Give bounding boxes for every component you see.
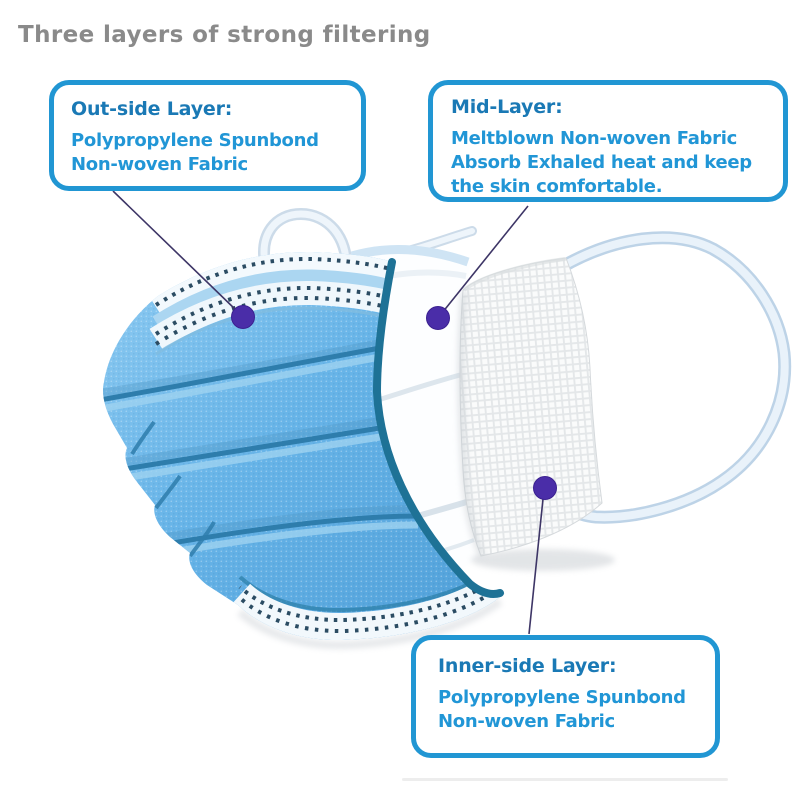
connector-line-inner xyxy=(528,498,544,635)
mask-teal-edge xyxy=(372,258,504,598)
callout-inner-body: Polypropylene Spunbond Non-woven Fabric xyxy=(438,687,686,733)
connector-line-outside xyxy=(112,190,239,313)
page-title: Three layers of strong filtering xyxy=(18,22,431,48)
callout-mid-heading: Mid-Layer: xyxy=(451,96,563,118)
callout-outside-heading: Out-side Layer: xyxy=(71,98,233,120)
ear-loop xyxy=(553,231,792,524)
callout-inner-layer: Inner-side Layer: Polypropylene Spunbond… xyxy=(411,635,720,758)
mask-outer-layer xyxy=(103,251,505,641)
annotations xyxy=(112,190,557,635)
callout-outside-body: Polypropylene Spunbond Non-woven Fabric xyxy=(71,130,319,176)
layer-marker-dot-mid xyxy=(426,306,450,330)
layer-marker-dot-outside xyxy=(231,305,255,329)
cropped-box-edge xyxy=(402,778,728,781)
mask-inner-mesh-layer xyxy=(457,257,615,571)
connector-line-mid xyxy=(441,205,529,314)
callout-mid-layer: Mid-Layer: Meltblown Non-woven Fabric Ab… xyxy=(428,80,788,202)
callout-mid-body: Meltblown Non-woven Fabric Absorb Exhale… xyxy=(451,128,752,198)
layer-marker-dot-inner xyxy=(533,476,557,500)
callout-inner-heading: Inner-side Layer: xyxy=(438,655,617,677)
callout-outside-layer: Out-side Layer: Polypropylene Spunbond N… xyxy=(49,80,366,191)
